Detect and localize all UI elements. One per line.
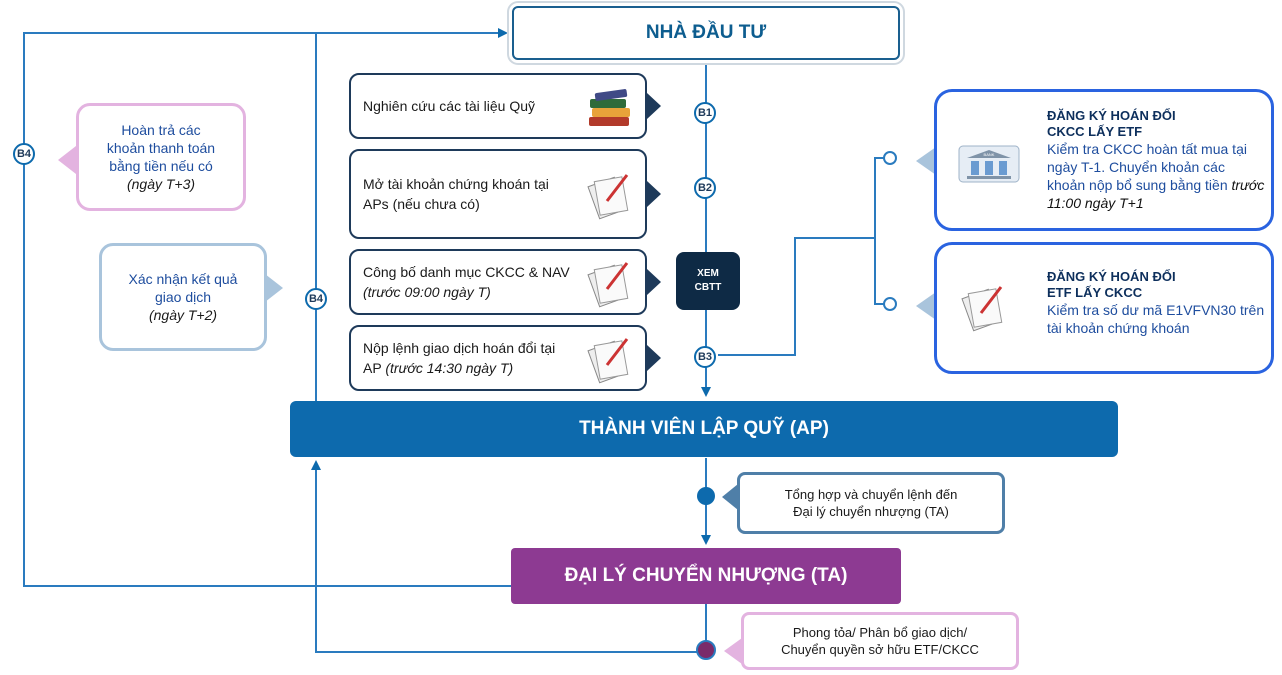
view-disclosure-button[interactable]: XEM CBTT xyxy=(676,252,740,310)
card-ckcc-to-etf-time: trước 11:00 ngày T+1 xyxy=(1047,177,1265,211)
step-announce-main: Công bố danh mục CKCC & NAV xyxy=(363,264,570,280)
card-etf-to-ckcc-title2: ETF LẤY CKCC xyxy=(1047,285,1143,300)
document-icon xyxy=(587,171,633,226)
books-icon xyxy=(587,89,633,134)
callout-block-line1: Phong tỏa/ Phân bổ giao dịch/ xyxy=(792,625,968,640)
card-ckcc-to-etf-body: Kiểm tra CKCC hoàn tất mua tại ngày T-1.… xyxy=(1047,140,1265,212)
badge-b3: B3 xyxy=(694,346,716,368)
step-submit-order-pointer xyxy=(647,345,661,371)
loop-ta-to-investor xyxy=(23,28,511,587)
note-refund-time: (ngày T+3) xyxy=(126,176,196,192)
step-research: Nghiên cứu các tài liệu Quỹ xyxy=(349,73,647,139)
callout-aggregate-line1: Tổng hợp và chuyển lệnh đến xyxy=(784,487,958,502)
view-disclosure-line2: CBTT xyxy=(694,282,722,293)
step-research-text: Nghiên cứu các tài liệu Quỹ xyxy=(363,98,536,114)
document-icon xyxy=(587,259,633,314)
step-submit-order-time: (trước 14:30 ngày T) xyxy=(385,360,514,376)
badge-b1: B1 xyxy=(694,102,716,124)
dot-aggregate xyxy=(697,487,715,505)
note-refund-line1: Hoàn trả các xyxy=(121,122,201,138)
step-open-account-pointer xyxy=(647,181,661,207)
bank-label: BANK xyxy=(984,152,995,157)
callout-aggregate-line2: Đại lý chuyển nhượng (TA) xyxy=(793,504,949,519)
step-research-pointer xyxy=(647,93,661,119)
step-announce-text: Công bố danh mục CKCC & NAV (trước 09:00… xyxy=(363,262,633,302)
step-announce: Công bố danh mục CKCC & NAV (trước 09:00… xyxy=(349,249,647,315)
note-confirm-line2: giao dịch xyxy=(154,289,212,305)
ap-label: THÀNH VIÊN LẬP QUỸ (AP) xyxy=(579,418,829,439)
note-confirm: Xác nhận kết quả giao dịch (ngày T+2) xyxy=(99,243,267,351)
callout-block-line2: Chuyển quyền sở hữu ETF/CKCC xyxy=(781,642,979,657)
bank-icon: BANK xyxy=(957,144,1021,189)
ta-label: ĐẠI LÝ CHUYỂN NHƯỢNG (TA) xyxy=(564,565,848,586)
badge-b4-confirm: B4 xyxy=(305,288,327,310)
card-ckcc-to-etf: BANK ĐĂNG KÝ HOÁN ĐỔI CKCC LẤY ETF Kiểm … xyxy=(934,89,1274,231)
step-open-account: Mở tài khoản chứng khoán tại APs (nếu ch… xyxy=(349,149,647,239)
card-ckcc-to-etf-text: Kiểm tra CKCC hoàn tất mua tại ngày T-1.… xyxy=(1047,141,1247,193)
callout-block: Phong tỏa/ Phân bổ giao dịch/ Chuyển quy… xyxy=(741,612,1019,670)
step-announce-time: (trước 09:00 ngày T) xyxy=(363,284,491,300)
view-disclosure-line1: XEM xyxy=(697,268,719,279)
ap-node: THÀNH VIÊN LẬP QUỸ (AP) xyxy=(290,401,1118,457)
document-icon xyxy=(587,335,633,390)
step-announce-pointer xyxy=(647,269,661,295)
badge-b2: B2 xyxy=(694,177,716,199)
step-submit-order-text: Nộp lệnh giao dịch hoán đổi tại AP (trướ… xyxy=(363,338,633,378)
branch-b3 xyxy=(718,157,888,356)
note-refund: Hoàn trả các khoản thanh toán bằng tiền … xyxy=(76,103,246,211)
step-open-account-text: Mở tài khoản chứng khoán tại APs (nếu ch… xyxy=(363,176,549,212)
note-refund-line2: khoản thanh toán xyxy=(106,140,216,156)
card-ckcc-to-etf-title1: ĐĂNG KÝ HOÁN ĐỔI xyxy=(1047,108,1176,123)
loop-ta-to-ap xyxy=(311,460,706,653)
step-submit-order-main: Nộp lệnh giao dịch hoán đổi tại AP xyxy=(363,340,556,376)
card-etf-to-ckcc-body: Kiểm tra số dư mã E1VFVN30 trên tài khoả… xyxy=(1047,302,1265,336)
note-confirm-line1: Xác nhận kết quả xyxy=(128,271,238,287)
ta-node: ĐẠI LÝ CHUYỂN NHƯỢNG (TA) xyxy=(511,548,901,604)
investor-label: NHÀ ĐẦU TƯ xyxy=(645,22,767,43)
dot-block xyxy=(696,640,716,660)
badge-b4-refund: B4 xyxy=(13,143,35,165)
card-etf-to-ckcc: ĐĂNG KÝ HOÁN ĐỔI ETF LẤY CKCC Kiểm tra s… xyxy=(934,242,1274,374)
callout-aggregate: Tổng hợp và chuyển lệnh đến Đại lý chuyể… xyxy=(737,472,1005,534)
document-icon xyxy=(961,283,1007,338)
card-etf-to-ckcc-title1: ĐĂNG KÝ HOÁN ĐỔI xyxy=(1047,269,1176,284)
note-refund-line3: bằng tiền nếu có xyxy=(109,158,213,174)
step-submit-order: Nộp lệnh giao dịch hoán đổi tại AP (trướ… xyxy=(349,325,647,391)
investor-node: NHÀ ĐẦU TƯ xyxy=(512,6,900,60)
card-ckcc-to-etf-title2: CKCC LẤY ETF xyxy=(1047,124,1143,139)
note-confirm-time: (ngày T+2) xyxy=(148,307,218,323)
